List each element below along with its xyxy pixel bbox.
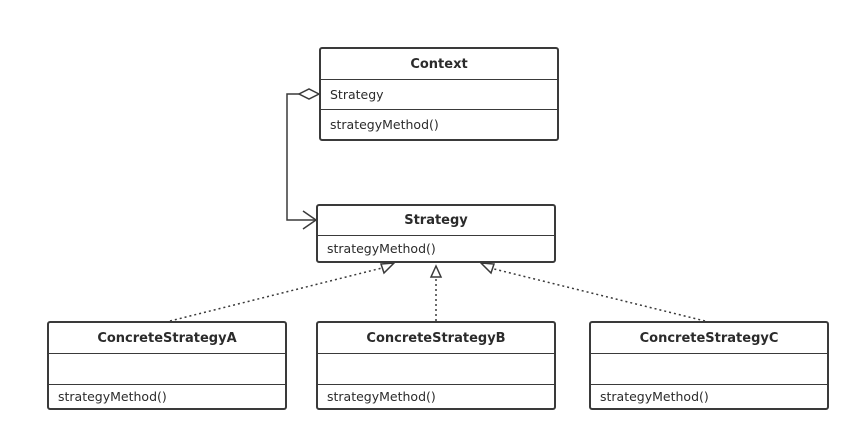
hollow-triangle-icon bbox=[479, 262, 496, 275]
hollow-triangle-icon bbox=[429, 264, 443, 278]
realization-line-c bbox=[489, 267, 706, 322]
class-operation: strategyMethod() bbox=[49, 384, 285, 408]
realization-connector-b bbox=[429, 264, 443, 321]
aggregation-diamond-icon bbox=[297, 88, 321, 100]
class-name: ConcreteStrategyA bbox=[97, 330, 237, 346]
class-concrete-strategy-b[interactable]: ConcreteStrategyB strategyMethod() bbox=[316, 321, 556, 410]
class-name: ConcreteStrategyB bbox=[366, 330, 506, 346]
class-context[interactable]: Context Strategy strategyMethod() bbox=[319, 47, 559, 141]
class-operation: strategyMethod() bbox=[591, 384, 827, 408]
class-name: Strategy bbox=[404, 213, 468, 228]
class-operation: strategyMethod() bbox=[318, 235, 554, 261]
realization-line-a bbox=[169, 266, 387, 322]
class-operation: strategyMethod() bbox=[318, 384, 554, 408]
class-attribute: Strategy bbox=[321, 79, 557, 109]
realization-connector-c bbox=[479, 262, 706, 322]
class-strategy[interactable]: Strategy strategyMethod() bbox=[316, 204, 556, 263]
class-attributes-empty bbox=[591, 353, 827, 384]
class-concrete-strategy-c[interactable]: ConcreteStrategyC strategyMethod() bbox=[589, 321, 829, 410]
aggregation-connector bbox=[286, 88, 321, 230]
class-operation: strategyMethod() bbox=[321, 109, 557, 139]
class-name: Context bbox=[410, 56, 468, 72]
class-attributes-empty bbox=[49, 353, 285, 384]
hollow-triangle-icon bbox=[379, 262, 396, 275]
aggregation-line bbox=[286, 93, 316, 221]
class-attributes-empty bbox=[318, 353, 554, 384]
class-name: ConcreteStrategyC bbox=[639, 330, 779, 346]
realization-connector-a bbox=[169, 262, 396, 322]
class-concrete-strategy-a[interactable]: ConcreteStrategyA strategyMethod() bbox=[47, 321, 287, 410]
